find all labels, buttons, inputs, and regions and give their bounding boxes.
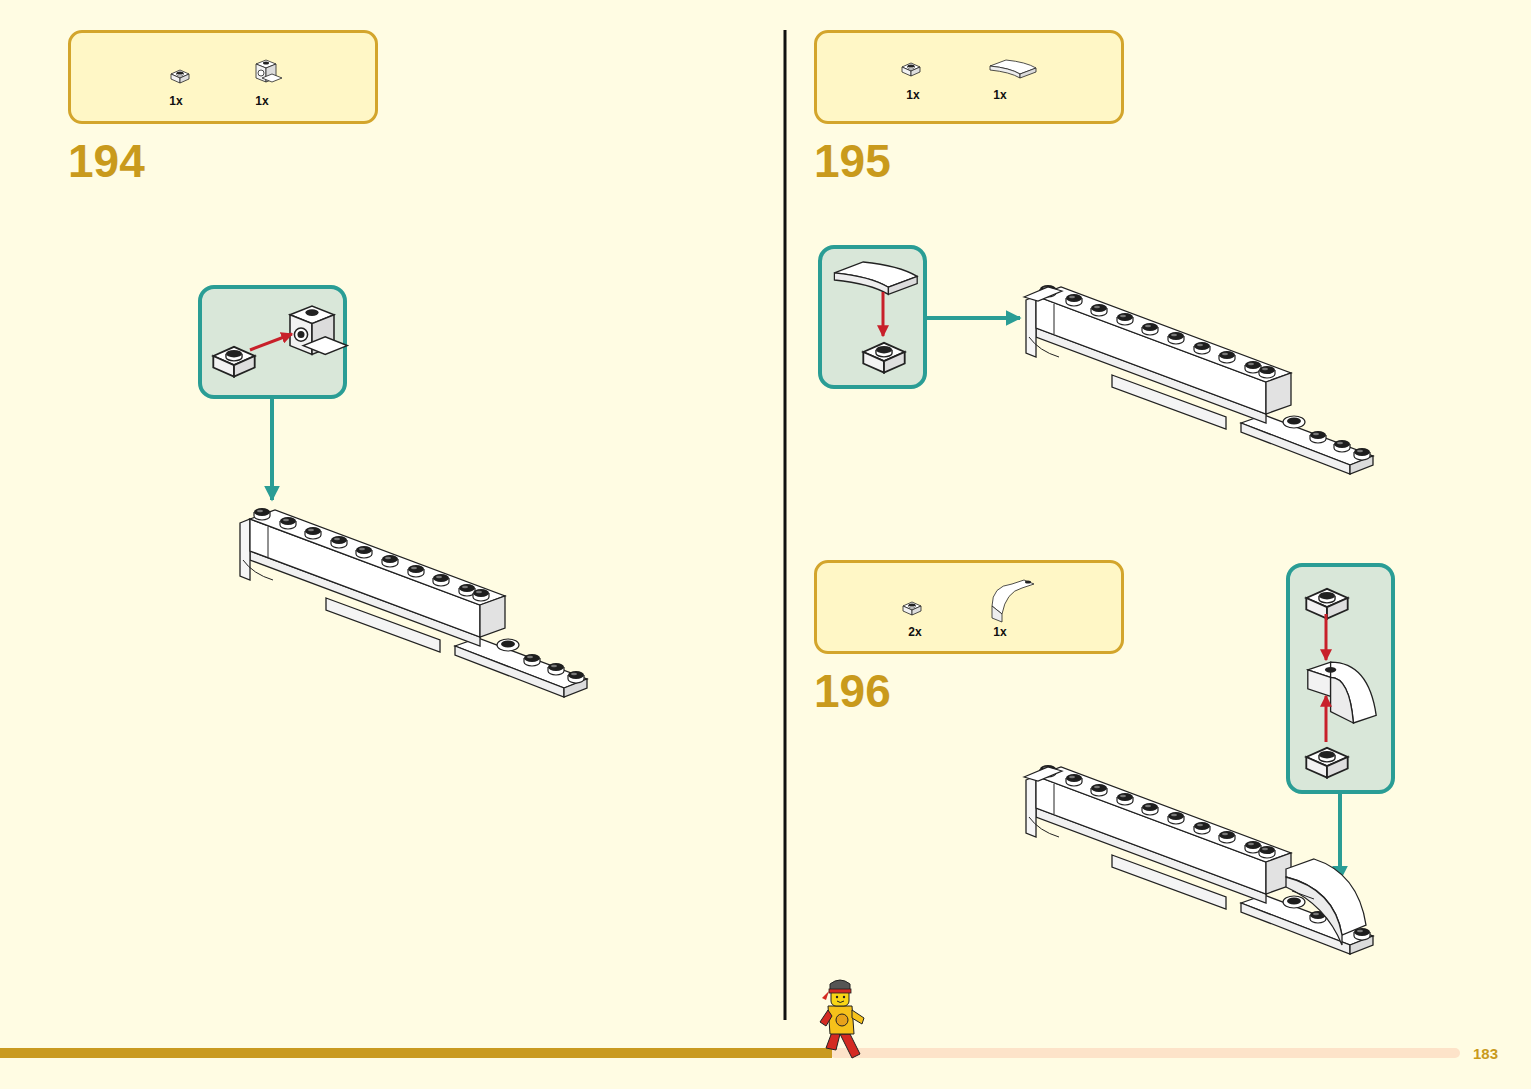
minifigure-part bbox=[828, 1006, 854, 1034]
part-icons-part-part bbox=[258, 70, 264, 76]
minifigure-part bbox=[852, 1010, 864, 1024]
part-icons-part-part bbox=[1025, 581, 1031, 584]
parts-box-fill-part bbox=[816, 562, 1123, 653]
model-196-part bbox=[1286, 877, 1342, 945]
bottom-bar-part bbox=[830, 1048, 1460, 1058]
step-number: 194 bbox=[68, 138, 145, 184]
bottom-bar bbox=[0, 1048, 1460, 1058]
part-quantity: 1x bbox=[993, 89, 1006, 101]
model-196-part bbox=[1292, 891, 1314, 899]
callout-195-part bbox=[925, 316, 1020, 320]
callout-195-part bbox=[834, 262, 917, 294]
part-icons-part-part bbox=[1020, 68, 1036, 78]
minifigure-part bbox=[836, 996, 838, 998]
model-195-part bbox=[1026, 285, 1373, 474]
callout-195-part bbox=[820, 247, 925, 387]
callout-196-part bbox=[1325, 614, 1328, 660]
callout-194-part-part bbox=[303, 337, 347, 355]
callout-195-part bbox=[863, 343, 904, 373]
callout-196-part-part bbox=[1308, 670, 1331, 697]
step-number: 196 bbox=[814, 668, 891, 714]
model-196-part bbox=[1024, 767, 1062, 781]
parts-box-fill-part bbox=[816, 32, 1123, 123]
part-icons-part bbox=[992, 580, 1034, 622]
callout-196-part-part bbox=[1325, 667, 1336, 673]
part-icons-part-part bbox=[992, 606, 1002, 622]
callout-194-part bbox=[290, 306, 347, 354]
callout-196-part bbox=[1288, 565, 1393, 792]
callout-196-part bbox=[1308, 662, 1376, 723]
minifigure-part bbox=[840, 1034, 860, 1058]
model-194-part bbox=[240, 508, 587, 697]
model-196 bbox=[1024, 765, 1373, 954]
part-quantity: 1x bbox=[906, 89, 919, 101]
minifigure bbox=[820, 980, 864, 1058]
part-icons-part-part bbox=[990, 66, 1020, 78]
minifigure-part bbox=[829, 989, 851, 993]
step-number: 195 bbox=[814, 138, 891, 184]
page-number: 183 bbox=[1473, 1046, 1498, 1061]
model-195-part bbox=[1024, 287, 1062, 301]
model-195 bbox=[1024, 285, 1373, 474]
part-icons-part-part bbox=[262, 74, 282, 82]
parts-box-fill-part bbox=[70, 32, 377, 123]
minifigure-part bbox=[820, 1010, 832, 1026]
bottom-bar-part bbox=[0, 1048, 832, 1058]
part-quantity: 2x bbox=[908, 626, 921, 638]
parts-list-box: 2x 1x bbox=[814, 560, 1124, 654]
callout-195-part-part bbox=[834, 273, 888, 295]
minifigure-part bbox=[843, 996, 845, 998]
minifigure-part bbox=[837, 1001, 844, 1003]
part-icons-part-part bbox=[263, 62, 269, 65]
callout-194-part-part bbox=[305, 309, 318, 316]
callout-196 bbox=[1288, 565, 1393, 880]
minifigure-part bbox=[836, 1014, 848, 1026]
callout-196-part bbox=[1338, 792, 1342, 880]
page-divider bbox=[784, 30, 787, 1020]
part-icons-part-part bbox=[992, 580, 1034, 614]
callout-196-part-part bbox=[1331, 677, 1354, 723]
callout-194-part-part bbox=[294, 328, 307, 341]
part-icons-part bbox=[990, 60, 1036, 78]
part-icons-part bbox=[902, 63, 920, 76]
minifigure-part bbox=[826, 1032, 840, 1050]
part-icons-part bbox=[256, 60, 282, 82]
callout-194 bbox=[200, 287, 347, 500]
callout-194-part-part bbox=[297, 331, 304, 338]
part-icons-part bbox=[171, 70, 189, 83]
callout-196-part bbox=[1306, 748, 1347, 778]
parts-list-box: 1x 1x bbox=[814, 30, 1124, 124]
model-196-part bbox=[1286, 859, 1366, 935]
callout-194-part bbox=[250, 334, 292, 350]
callout-194-part bbox=[270, 397, 274, 500]
callout-195-part bbox=[882, 292, 885, 336]
minifigure-part bbox=[830, 980, 850, 990]
part-quantity: 1x bbox=[993, 626, 1006, 638]
callout-195 bbox=[820, 247, 1020, 387]
callout-196-part bbox=[1325, 696, 1328, 742]
callout-194-part bbox=[213, 347, 254, 377]
callout-196-part-part bbox=[1331, 662, 1377, 723]
callout-195-part-part bbox=[888, 276, 917, 294]
part-quantity: 1x bbox=[255, 95, 268, 107]
parts-list-box: 1x 1x bbox=[68, 30, 378, 124]
part-icons-part bbox=[903, 602, 921, 615]
model-196-part bbox=[1026, 765, 1373, 954]
minifigure-part bbox=[822, 991, 829, 1000]
part-quantity: 1x bbox=[169, 95, 182, 107]
model-194 bbox=[240, 508, 587, 697]
